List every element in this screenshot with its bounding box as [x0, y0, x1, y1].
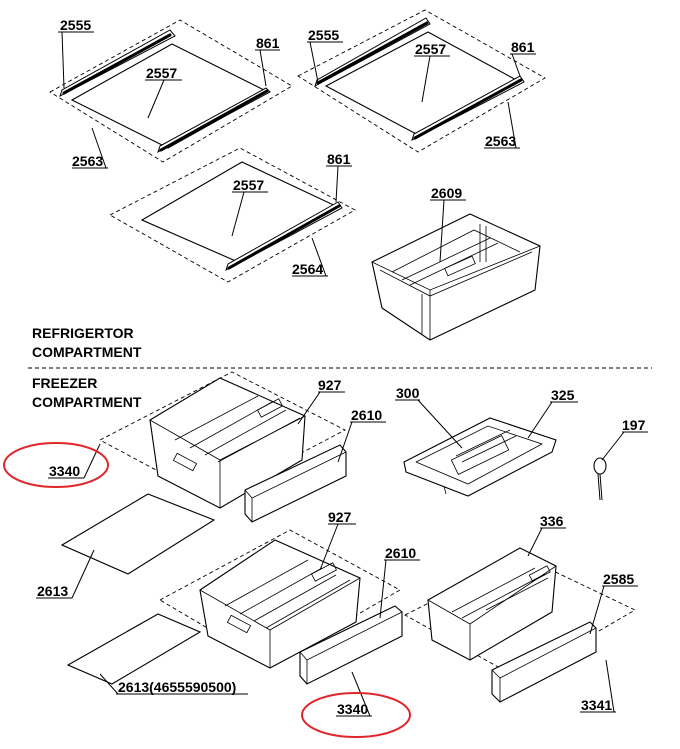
- part-label-861: 861: [327, 151, 351, 167]
- part-label-3340: 3340: [337, 701, 368, 717]
- refrigerator-section-title-line2: COMPARTMENT: [32, 344, 142, 360]
- ice-tray-assembly: [403, 417, 557, 497]
- part-label-2613: 2613: [37, 583, 68, 599]
- part-labels: 2555 861 2557 2563 2555 2557 861 2563 86…: [37, 17, 646, 717]
- part-label-2555: 2555: [60, 17, 91, 33]
- glass-shelf-middle: [109, 147, 356, 283]
- part-label-300: 300: [396, 385, 420, 401]
- freezer-section-title-line1: FREEZER: [32, 375, 97, 391]
- part-label-2557: 2557: [146, 65, 177, 81]
- glass-shelf-top-left: [49, 19, 293, 163]
- freezer-section-title-line2: COMPARTMENT: [32, 394, 142, 410]
- glass-cover-2613-lower: [66, 613, 202, 685]
- freezer-drawer-right: [404, 547, 636, 703]
- glass-cover-2613-upper: [60, 493, 216, 575]
- freezer-drawer-lower: [159, 529, 403, 685]
- part-label-861: 861: [256, 35, 280, 51]
- crisper-bin-2609: [371, 213, 541, 341]
- part-label-861: 861: [511, 39, 535, 55]
- part-label-2563: 2563: [485, 133, 516, 149]
- leader-lines: [36, 31, 648, 717]
- part-label-2609: 2609: [431, 185, 462, 201]
- part-label-2557: 2557: [233, 177, 264, 193]
- highlight-circle-3340-upper: [3, 442, 109, 488]
- part-label-2555: 2555: [308, 27, 339, 43]
- part-label-336: 336: [540, 513, 564, 529]
- part-label-2610: 2610: [351, 407, 382, 423]
- part-label-2557: 2557: [415, 41, 446, 57]
- part-label-2563: 2563: [72, 153, 103, 169]
- part-label-2613-4655590500: 2613(4655590500): [118, 679, 236, 695]
- part-label-927: 927: [318, 377, 342, 393]
- part-label-2585: 2585: [603, 571, 634, 587]
- part-label-325: 325: [551, 387, 575, 403]
- part-label-3341: 3341: [581, 697, 612, 713]
- glass-shelf-top-right: [297, 9, 546, 153]
- part-label-2610: 2610: [385, 545, 416, 561]
- part-label-3340: 3340: [49, 463, 80, 479]
- ice-scoop-197: [593, 457, 607, 501]
- freezer-drawer-upper: [99, 371, 347, 523]
- part-label-2564: 2564: [292, 261, 323, 277]
- part-label-197: 197: [622, 417, 646, 433]
- highlight-circle-3340-lower: [301, 692, 411, 738]
- part-label-927: 927: [328, 509, 352, 525]
- refrigerator-section-title-line1: REFRIGERTOR: [32, 325, 134, 341]
